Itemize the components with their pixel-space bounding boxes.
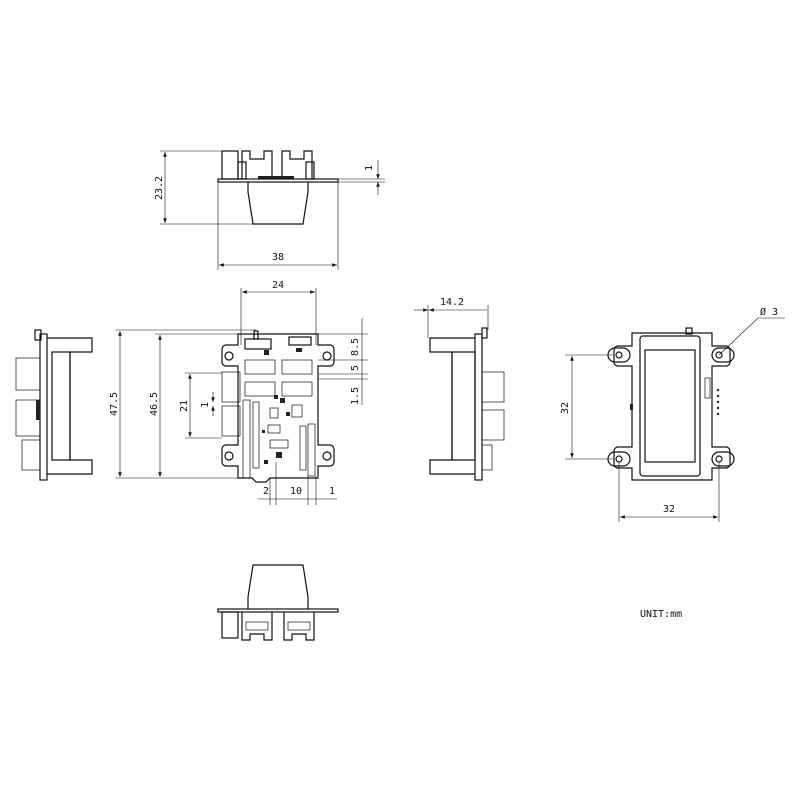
- dim-front-height-pcb: 46.5: [149, 392, 160, 416]
- dim-connector-span: 21: [179, 400, 190, 412]
- dim-bottom-c: 1: [329, 486, 335, 497]
- dim-hole-spacing-v: 32: [560, 402, 571, 414]
- unit-label: UNIT:mm: [640, 609, 682, 620]
- dim-hole-diameter: Ø 3: [760, 306, 778, 318]
- dim-right-c: 1.5: [350, 387, 361, 405]
- dim-right-b: 5: [350, 365, 361, 371]
- dim-pcb-thickness: 1: [364, 165, 375, 171]
- back-view: 32 32 Ø 3: [560, 306, 785, 522]
- dim-top-width: 38: [272, 252, 284, 263]
- bottom-view: [217, 564, 339, 641]
- dim-front-height-overall: 47.5: [109, 392, 120, 416]
- dim-side-depth: 14.2: [440, 297, 464, 308]
- dim-right-a: 8.5: [350, 338, 361, 356]
- dim-connector-gap: 1: [200, 402, 211, 408]
- front-view: 24 47.5 46.5 21 1 8.5 5 1.5 2 10 1: [109, 280, 368, 505]
- dim-bottom-b: 10: [290, 486, 302, 497]
- right-side-view: 14.2: [414, 297, 505, 481]
- dim-top-height: 23.2: [154, 176, 165, 200]
- dim-front-width: 24: [272, 280, 284, 291]
- left-side-view: [15, 329, 93, 481]
- top-view: 23.2 38 1: [154, 150, 385, 270]
- dim-bottom-a: 2: [263, 486, 269, 497]
- dim-hole-spacing-h: 32: [663, 504, 675, 515]
